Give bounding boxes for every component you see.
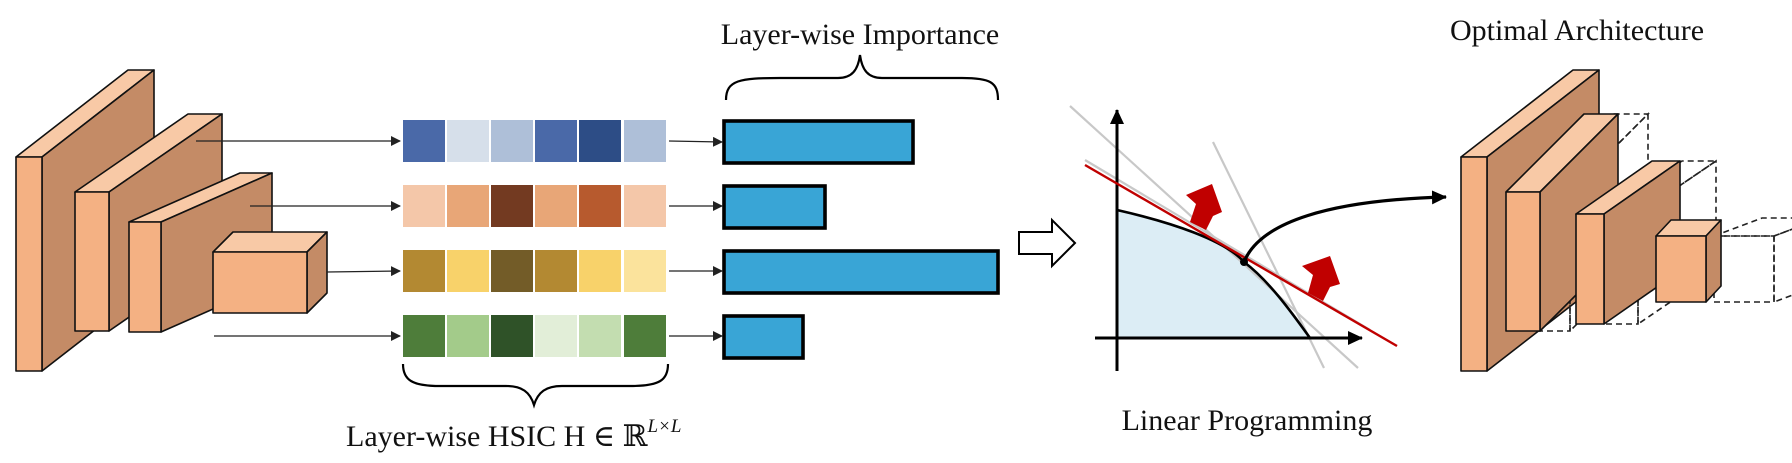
hsic-cell (579, 185, 621, 227)
optimal-to-architecture-arrow (1242, 190, 1447, 263)
hsic-cell (624, 315, 666, 357)
hsic-label-main: Layer-wise HSIC H ∈ ℝ (346, 420, 649, 453)
block-to-hsic-arrows (196, 136, 401, 341)
hsic-matrix (403, 120, 666, 357)
importance-bars (722, 119, 1000, 360)
arch-layer-4 (1655, 219, 1722, 303)
hsic-cell (491, 315, 533, 357)
hsic-cell (535, 250, 577, 292)
network-layer-4 (212, 231, 328, 314)
hsic-label-superscript: L×L (646, 416, 681, 437)
hsic-cell (447, 250, 489, 292)
hsic-cell (624, 185, 666, 227)
importance-bar (722, 119, 915, 165)
hsic-cell (535, 120, 577, 162)
architecture-label: Optimal Architecture (1450, 14, 1704, 47)
hsic-cell (447, 120, 489, 162)
importance-label: Layer-wise Importance (721, 18, 999, 51)
hsic-cell (491, 120, 533, 162)
hsic-cell (579, 315, 621, 357)
hsic-cell (403, 185, 445, 227)
feasible-region (1117, 210, 1310, 338)
lp-plot (1069, 105, 1447, 371)
hsic-cell (447, 185, 489, 227)
objective-line (1084, 163, 1398, 348)
hsic-cell (624, 120, 666, 162)
optimal-architecture-blocks (1460, 69, 1792, 372)
hsic-label: Layer-wise HSIC H ∈ ℝL×L (346, 416, 681, 453)
hsic-cell (535, 315, 577, 357)
gradient-arrow-upper (1186, 184, 1222, 230)
hsic-to-importance-arrows (668, 136, 723, 341)
hsic-cell (447, 315, 489, 357)
hsic-cell (579, 120, 621, 162)
hsic-cell (579, 250, 621, 292)
hsic-cell (535, 185, 577, 227)
lp-label: Linear Programming (1122, 404, 1373, 437)
hsic-cell (403, 315, 445, 357)
hsic-cell (491, 185, 533, 227)
hsic-cell (403, 250, 445, 292)
importance-bar (722, 314, 805, 360)
hsic-cell (624, 250, 666, 292)
importance-bar (722, 184, 827, 230)
transition-arrow (1018, 217, 1077, 269)
hsic-brace (401, 363, 670, 409)
arch-layer-4-pruned (1713, 217, 1792, 304)
original-network-blocks (15, 69, 328, 372)
hsic-cell (491, 250, 533, 292)
hsic-cell (403, 120, 445, 162)
importance-bar (722, 249, 1000, 295)
importance-brace (724, 54, 1000, 101)
gradient-arrow-lower (1302, 256, 1340, 301)
